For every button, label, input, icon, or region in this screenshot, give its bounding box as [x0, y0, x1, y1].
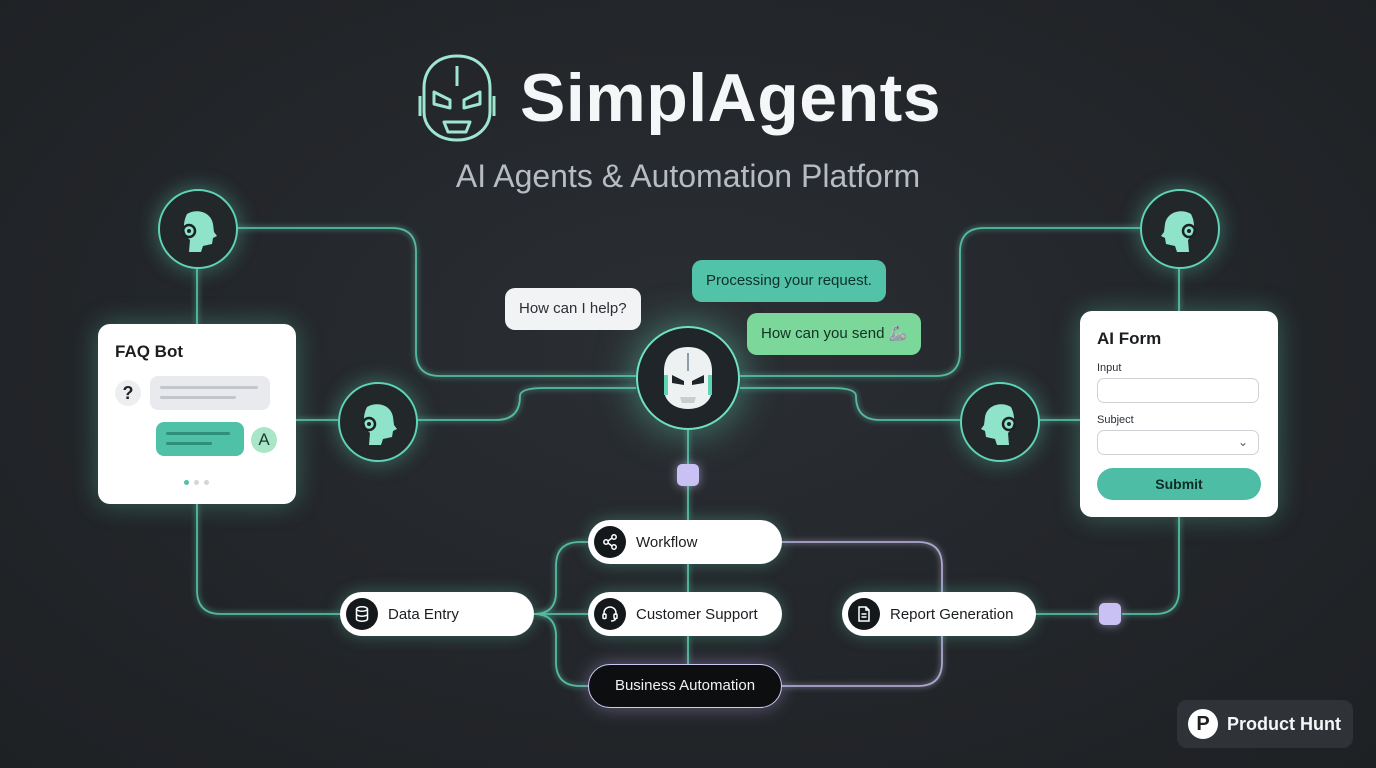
submit-button[interactable]: Submit [1097, 468, 1261, 500]
agent-node-mid-left[interactable] [338, 382, 418, 462]
data-entry-pill[interactable]: Data Entry [340, 592, 534, 636]
agent-node-mid-right[interactable] [960, 382, 1040, 462]
workflow-pill[interactable]: Workflow [588, 520, 782, 564]
chat-bubble-help: How can I help? [505, 288, 641, 330]
junction-node [1099, 603, 1121, 625]
robot-head-icon [664, 347, 712, 409]
robot-profile-icon [981, 404, 1017, 445]
question-avatar: ? [115, 380, 141, 406]
share-nodes-icon [594, 526, 626, 558]
workflow-label: Workflow [636, 533, 698, 551]
report-generation-pill[interactable]: Report Generation [842, 592, 1036, 636]
ai-form-card: AI Form Input Subject ⌄ Submit [1080, 311, 1278, 517]
business-automation-pill[interactable]: Business Automation [588, 664, 782, 708]
faq-bot-title: FAQ Bot [115, 342, 183, 361]
robot-profile-icon [1161, 211, 1197, 252]
ai-form-title: AI Form [1097, 329, 1162, 348]
faq-incoming-message [150, 376, 270, 410]
answer-avatar: A [251, 427, 277, 453]
subject-label: Subject [1097, 414, 1134, 426]
customer-support-pill[interactable]: Customer Support [588, 592, 782, 636]
faq-outgoing-message [156, 422, 244, 456]
robot-profile-icon [361, 404, 397, 445]
input-field[interactable] [1097, 378, 1259, 403]
pagination-dot-active[interactable] [184, 480, 189, 485]
product-hunt-label: Product Hunt [1227, 713, 1341, 734]
pagination-dot[interactable] [204, 480, 209, 485]
data-entry-label: Data Entry [388, 605, 459, 623]
report-generation-label: Report Generation [890, 605, 1014, 623]
chat-bubble-processing: Processing your request. [692, 260, 886, 302]
central-agent-node[interactable] [636, 326, 740, 430]
brand-title: SimplAgents [520, 60, 942, 136]
headset-icon [594, 598, 626, 630]
agent-node-top-right[interactable] [1140, 189, 1220, 269]
document-icon [848, 598, 880, 630]
database-icon [346, 598, 378, 630]
product-hunt-logo-icon: P [1188, 709, 1218, 739]
pagination-dot[interactable] [194, 480, 199, 485]
customer-support-label: Customer Support [636, 605, 758, 623]
input-label: Input [1097, 362, 1122, 374]
chevron-down-icon: ⌄ [1237, 435, 1248, 449]
brand-subtitle: AI Agents & Automation Platform [455, 158, 921, 194]
chat-bubble-send: How can you send 🦾 [747, 313, 922, 355]
robot-head-icon [414, 52, 500, 144]
junction-node [677, 464, 699, 486]
product-hunt-badge[interactable]: P Product Hunt [1177, 700, 1353, 748]
faq-bot-card[interactable]: FAQ Bot ? A [98, 324, 296, 504]
subject-select[interactable]: ⌄ [1097, 430, 1259, 455]
agent-node-top-left[interactable] [158, 189, 238, 269]
robot-profile-icon [181, 211, 217, 252]
